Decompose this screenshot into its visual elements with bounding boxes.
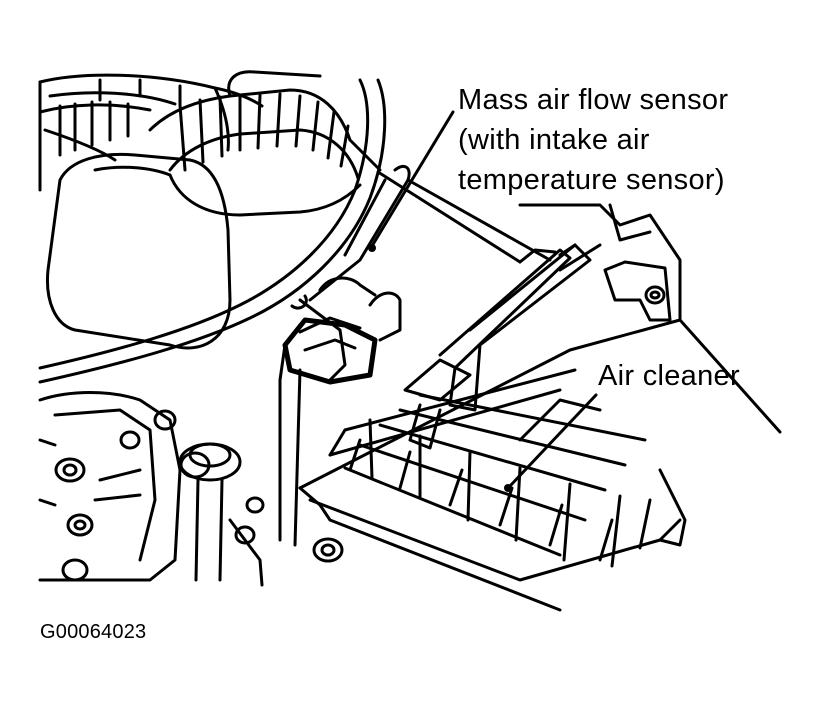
mass-air-flow-leader-dot <box>368 244 376 252</box>
mass-air-flow-label-line-3: temperature sensor) <box>458 164 725 196</box>
harness-hose <box>38 78 387 384</box>
figure-id: G00064023 <box>40 621 147 643</box>
air-cleaner-housing <box>298 318 782 612</box>
mass-air-flow-leader <box>370 110 455 248</box>
upper-housing <box>38 73 264 192</box>
mass-air-flow-label-line-1: Mass air flow sensor <box>458 84 729 116</box>
housing-bolt <box>312 537 344 563</box>
engine-lower-left <box>38 391 182 582</box>
intake-air-duct <box>45 70 382 350</box>
mass-air-flow-sensor-label: Mass air flow sensor (with intake air te… <box>458 80 728 200</box>
oil-cap <box>178 442 265 587</box>
side-bracket <box>518 203 682 322</box>
air-cleaner-label: Air cleaner <box>598 360 740 392</box>
bracket-rails <box>403 243 602 450</box>
air-cleaner-leader <box>508 393 598 488</box>
mass-air-flow-sensor <box>278 164 557 547</box>
air-cleaner-leader-dot <box>504 484 512 492</box>
mass-air-flow-label-line-2: (with intake air <box>458 124 650 156</box>
